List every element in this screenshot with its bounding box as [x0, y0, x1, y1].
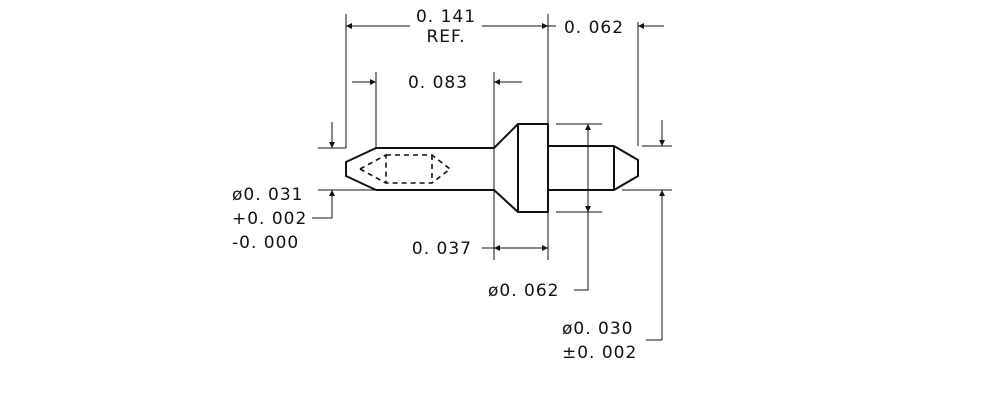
label-shank-length: 0. 083 — [408, 73, 468, 93]
dimension-labels: 0. 141 REF. 0. 062 0. 083 0. 037 ø0. 031… — [232, 7, 637, 363]
bore-outline-dashed — [385, 154, 452, 184]
label-collar-length: 0. 037 — [412, 239, 472, 259]
label-pin-end-length: 0. 062 — [564, 18, 624, 38]
left-shank-outline — [345, 147, 494, 191]
label-left-dia: ø0. 031 — [232, 185, 303, 205]
pin-part-outline — [345, 123, 639, 213]
label-right-dia-tol: ±0. 002 — [562, 343, 637, 363]
extension-lines — [318, 14, 672, 260]
label-overall-ref: REF. — [426, 27, 465, 47]
label-right-dia: ø0. 030 — [562, 319, 633, 339]
bore-cone-left-top — [359, 154, 387, 170]
bore-cone-left-bottom — [359, 168, 387, 184]
collar-outline — [493, 123, 549, 213]
hidden-bore — [359, 154, 452, 184]
label-overall-length: 0. 141 — [416, 7, 476, 27]
dim-collar-dia-leader — [574, 212, 589, 291]
label-left-dia-tol-minus: -0. 000 — [232, 233, 299, 253]
dimension-lines — [312, 23, 665, 341]
label-left-dia-tol-plus: +0. 002 — [232, 209, 307, 229]
right-pin-outline — [548, 145, 639, 191]
label-collar-dia: ø0. 062 — [488, 281, 559, 301]
